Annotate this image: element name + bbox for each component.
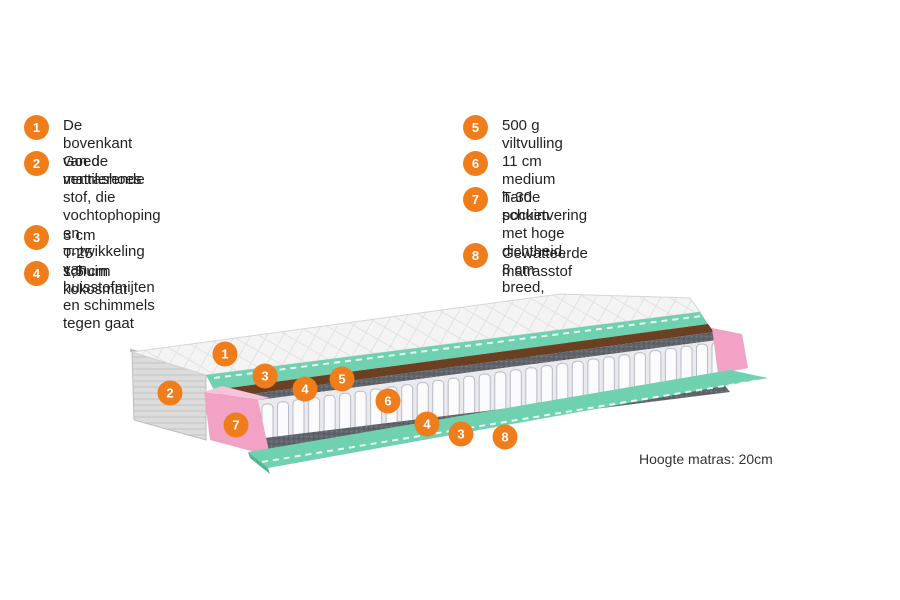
legend-item-3: 3 3 cm T-25 schuim [24,225,111,281]
marker-label: 2 [166,386,173,401]
legend-badge: 2 [24,151,49,176]
legend-badge: 5 [463,115,488,140]
marker-label: 8 [501,430,508,445]
legend-text: 500 g viltvulling [502,117,563,152]
legend-badge: 8 [463,243,488,268]
marker-7: 7 [223,412,249,438]
legend-badge: 7 [463,187,488,212]
marker-1: 1 [212,341,238,367]
legend-text: Goed ventilerende stof, die vochtophopin… [63,153,161,332]
top-foam-layer [206,312,708,390]
marker-label: 3 [261,369,268,384]
legend-text: 1,5 cm kokosmat [63,263,128,298]
marker-3: 3 [252,363,278,389]
bottom-foam-base [248,370,768,468]
legend-item-8: 8 Gewatteerde matrasstof [463,243,588,281]
edge-foam-right [712,328,748,374]
legend-badge: 6 [463,151,488,176]
legend-text: De bovenkant van de matrashoes [63,117,142,188]
legend-text: Gewatteerde matrasstof [502,245,588,280]
marker-2: 2 [157,380,183,406]
marker-label: 6 [384,394,391,409]
top-foam-stitching [213,315,703,379]
legend-item-5: 5 500 g viltvulling [463,115,563,153]
cover-top [131,293,701,376]
edge-foam-left-front [204,386,270,400]
legend-item-6: 6 11 cm medium harde pocketvering [463,151,587,225]
marker-label: 1 [221,347,228,362]
legend-text: 3 cm T-25 schuim [63,227,111,280]
legend-badge: 3 [24,225,49,250]
legend-item-1: 1 De bovenkant van de matrashoes [24,115,141,189]
legend-text: 11 cm medium harde pocketvering [502,153,588,224]
bottom-foam-front [248,452,270,474]
marker-4-bottom: 4 [414,411,440,437]
legend-item-2: 2 Goed ventilerende stof, die vochtophop… [24,151,161,333]
bottom-foam-stitching [261,379,761,463]
marker-4: 4 [292,376,318,402]
marker-5: 5 [329,366,355,392]
marker-3-bottom: 3 [448,421,474,447]
marker-8: 8 [492,424,518,450]
marker-label: 3 [457,427,464,442]
marker-label: 4 [423,417,431,432]
marker-label: 7 [232,418,239,433]
legend-badge: 4 [24,261,49,286]
marker-label: 4 [301,382,309,397]
mattress-height-caption: Hoogte matras: 20cm [639,451,773,467]
legend-item-4: 4 1,5 cm kokosmat [24,261,127,299]
legend-badge: 1 [24,115,49,140]
marker-label: 5 [338,372,345,387]
marker-6: 6 [375,388,401,414]
